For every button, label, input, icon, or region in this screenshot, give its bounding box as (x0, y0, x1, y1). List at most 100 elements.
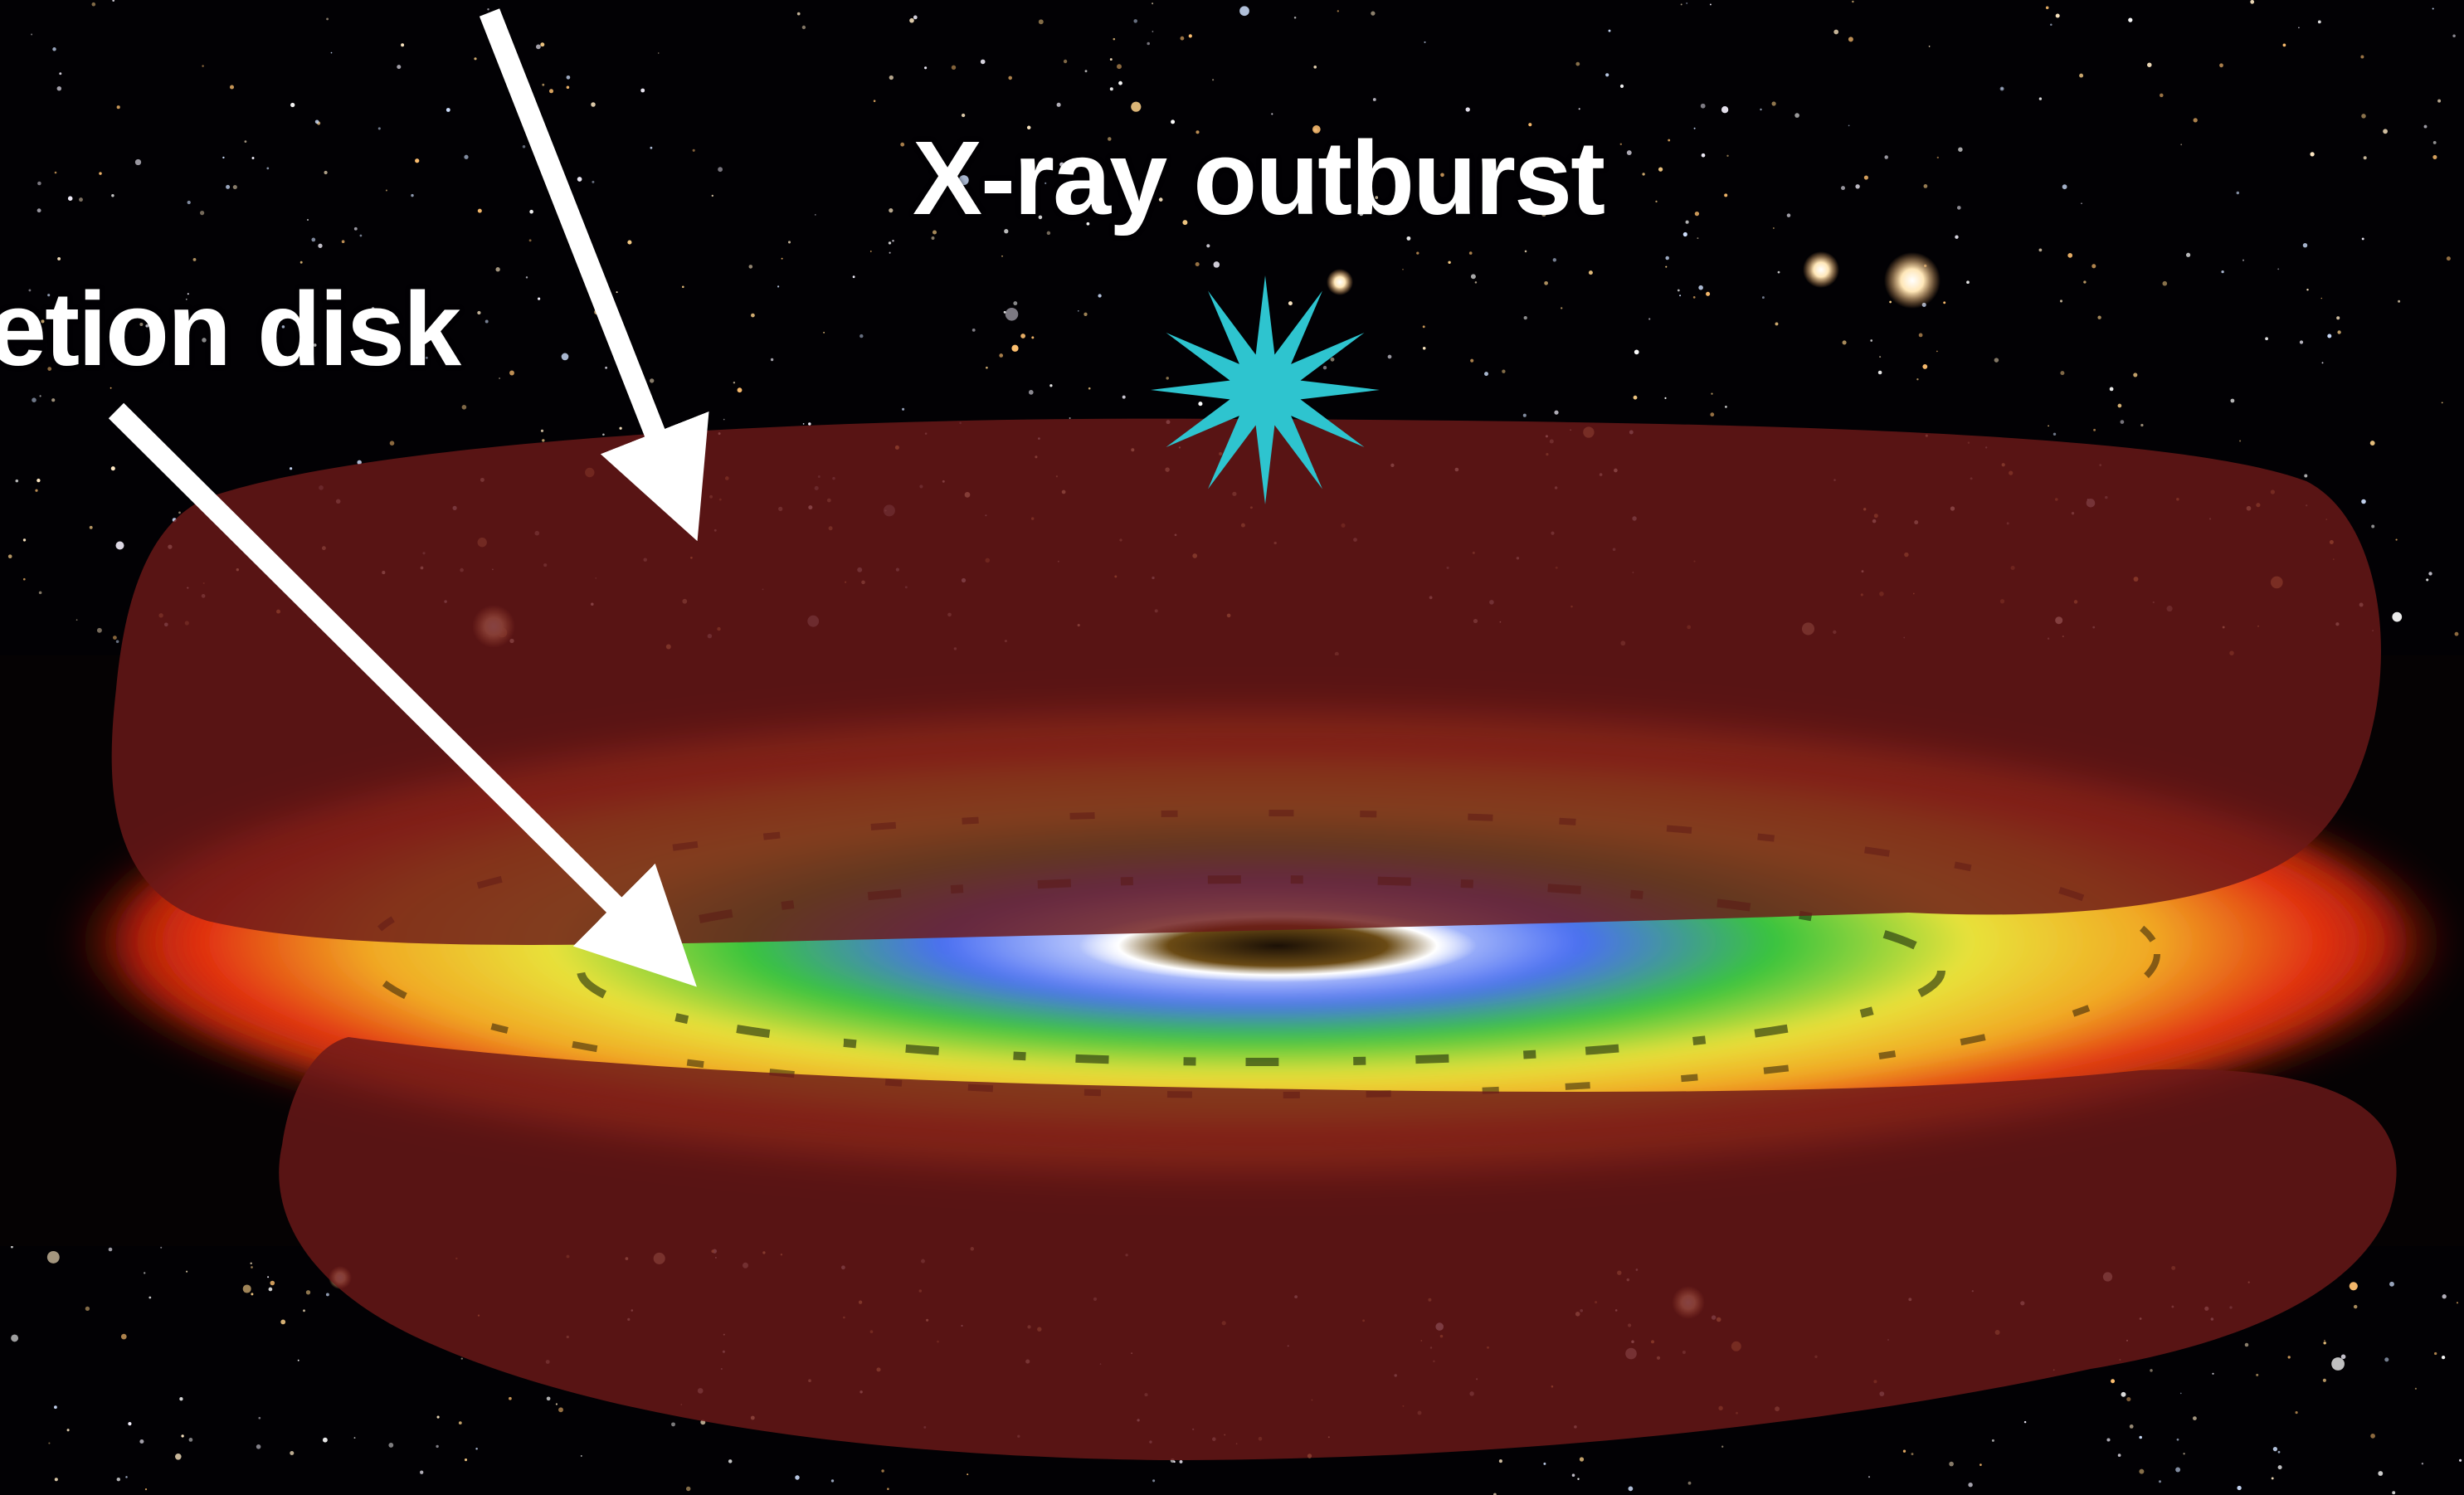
star-dot (2139, 1468, 2145, 1474)
star-dot (258, 1416, 261, 1420)
star-dot (2081, 202, 2082, 205)
star-dot (1619, 84, 1624, 88)
star-dot (2050, 23, 2053, 26)
star-dot (2378, 1471, 2384, 1476)
star-dot (56, 85, 62, 91)
star-dot (1088, 387, 1091, 390)
star-dot (1936, 156, 1939, 159)
star-dot (1359, 212, 1364, 217)
star-dot (389, 441, 395, 446)
star-dot (192, 257, 197, 261)
star-dot (2370, 1434, 2375, 1439)
star-dot (303, 1309, 305, 1312)
star-dot (120, 1333, 127, 1340)
star-dot (2277, 268, 2280, 270)
star-dot (2147, 62, 2152, 67)
star-dot (185, 343, 187, 346)
star-dot (2048, 425, 2049, 427)
star-dot (528, 239, 532, 242)
star-dot (1440, 173, 1444, 178)
star-dot (2106, 1438, 2111, 1442)
star-dot (751, 313, 755, 318)
star-dot (1077, 309, 1079, 312)
star-dot (115, 640, 119, 644)
star-dot (2158, 1480, 2162, 1483)
star-dot (1195, 261, 1200, 267)
star-dot (2389, 1281, 2394, 1287)
star-dot (1852, 0, 1854, 3)
star-dot (1761, 296, 1765, 299)
star-dot (2320, 297, 2323, 299)
star-dot (1004, 229, 1009, 234)
star-dot (1863, 175, 1868, 180)
star-dot (499, 377, 501, 379)
star-dot (39, 395, 41, 397)
star-dot (1552, 258, 1557, 262)
star-dot (2139, 1435, 2142, 1439)
star-dot (1402, 174, 1407, 179)
star-dot (509, 370, 514, 376)
star-dot (902, 407, 905, 411)
star-dot (913, 15, 918, 20)
star-dot (1575, 61, 1580, 66)
star-dot (2221, 270, 2224, 274)
star-dot (2175, 1467, 2181, 1473)
star-dot (1991, 1439, 1994, 1442)
star-dot (1608, 29, 1611, 32)
star-dot (2327, 334, 2332, 338)
star-dot (2265, 337, 2268, 341)
star-dot (2091, 264, 2096, 269)
star-dot (1956, 206, 1961, 210)
star-dot (1642, 173, 1645, 176)
star-dot (1108, 137, 1112, 141)
star-dot (460, 1357, 463, 1360)
star-dot (566, 85, 570, 90)
star-dot (536, 44, 541, 50)
star-dot (1011, 344, 1019, 352)
star-dot (1579, 1457, 1585, 1462)
star-dot (41, 319, 45, 324)
star-dot (1911, 1453, 1914, 1456)
star-dot (522, 144, 526, 149)
star-dot (900, 142, 905, 147)
star-dot (1626, 150, 1632, 156)
star-dot (2111, 1379, 2116, 1384)
star-dot (251, 1266, 253, 1269)
star-dot (32, 397, 37, 402)
accretion-disk-label: etion disk (0, 270, 461, 387)
star-dot (47, 294, 51, 297)
star-dot (2282, 43, 2286, 47)
star-dot (324, 170, 328, 175)
star-dot (2360, 55, 2364, 59)
star-dot (787, 241, 791, 244)
star-dot (1465, 107, 1470, 112)
star-dot (436, 1415, 440, 1419)
star-dot (2128, 17, 2133, 22)
star-dot (2079, 73, 2084, 78)
star-dot (175, 1454, 182, 1460)
star-dot (1059, 162, 1064, 167)
star-dot (1522, 413, 1527, 417)
star-dot (657, 52, 660, 54)
star-dot (474, 57, 477, 61)
star-dot (1634, 349, 1639, 355)
star-dot (139, 1439, 144, 1444)
star-dot (401, 43, 405, 47)
star-dot (1665, 256, 1669, 261)
star-dot (461, 404, 467, 410)
star-dot (2361, 237, 2364, 241)
star-dot (2140, 423, 2144, 427)
star-dot (1422, 325, 1425, 329)
star-dot (2454, 631, 2459, 636)
star-dot (558, 1407, 563, 1413)
star-dot (711, 194, 713, 197)
outer-envelope (111, 418, 2397, 1460)
star-dot (2459, 1458, 2462, 1462)
star-dot (1693, 127, 1696, 129)
star-dot (1633, 395, 1638, 400)
star-dot (229, 85, 235, 90)
star-dot (2244, 1342, 2249, 1347)
star-dot (15, 479, 19, 483)
star-dot (1685, 220, 1689, 224)
star-dot (873, 100, 876, 102)
